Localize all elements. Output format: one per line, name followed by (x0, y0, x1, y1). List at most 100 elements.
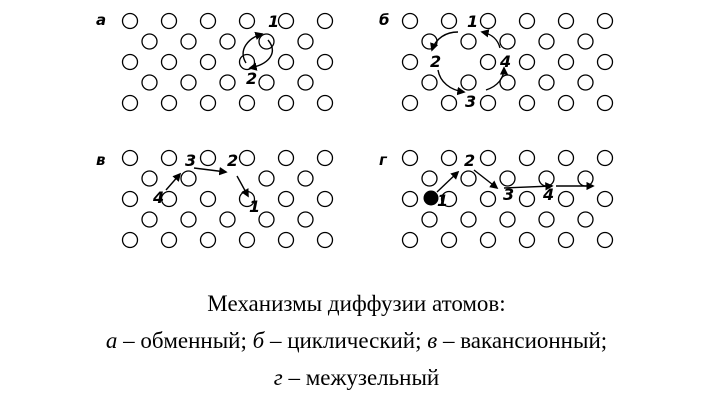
lattice-atom (596, 190, 614, 208)
lattice-atom (121, 149, 139, 167)
lattice-atom (538, 170, 555, 187)
exchange-arrow-down (248, 39, 273, 71)
lattice-atom (199, 149, 217, 167)
panel-a-number-2: 2 (246, 69, 257, 88)
panel-letter-b: б (379, 11, 389, 29)
lattice-atom (596, 231, 614, 249)
panel-letter-g: г (379, 151, 388, 169)
lattice-atom (421, 74, 438, 91)
lattice-atom (401, 149, 419, 167)
ring-arrow-2-3 (437, 69, 466, 96)
lattice-atom (316, 231, 334, 249)
panel-b-number-1: 1 (467, 12, 478, 31)
lattice-atom (180, 211, 197, 228)
lattice-atom (479, 94, 497, 112)
lattice-atom (401, 12, 419, 30)
lattice-atom (258, 74, 275, 91)
lattice-atom (479, 149, 497, 167)
lattice-atom (421, 33, 438, 50)
lattice-atom (421, 170, 438, 187)
panel-v-number-4: 4 (152, 188, 164, 207)
lattice-atom (316, 53, 334, 71)
lattice-atom (499, 74, 516, 91)
lattice-atom (577, 74, 594, 91)
lattice-atom (557, 149, 575, 167)
lattice-atom (479, 53, 497, 71)
panel-g-arrows (436, 169, 595, 193)
interstitial-arrow-2-3 (473, 169, 499, 190)
panel-letter-a: а (96, 11, 106, 29)
panel-g-number-4: 4 (542, 185, 554, 204)
lattice-panel-b (401, 12, 614, 112)
lattice-atom (557, 53, 575, 71)
interstitial-atom (423, 190, 439, 206)
lattice-atom (121, 190, 139, 208)
lattice-atom (277, 12, 295, 30)
lattice-atom (180, 33, 197, 50)
panel-g-number-3: 3 (503, 185, 514, 204)
caption-line-3: г – межузельный (0, 366, 713, 389)
lattice-atom (316, 149, 334, 167)
lattice-panel-a (121, 12, 334, 112)
lattice-atom (518, 231, 536, 249)
lattice-atom (557, 94, 575, 112)
lattice-atom (199, 190, 217, 208)
exchange-arrow-up (242, 31, 264, 64)
lattice-atom (297, 33, 314, 50)
lattice-atom (238, 94, 256, 112)
lattice-atom (219, 33, 236, 50)
lattice-atom (479, 12, 497, 30)
lattice-atom (440, 94, 458, 112)
lattice-atom (440, 12, 458, 30)
lattice-atom (141, 74, 158, 91)
lattice-atom (557, 190, 575, 208)
caption-title-text: Механизмы диффузии атомов: (207, 291, 506, 316)
panel-v-number-1: 1 (249, 197, 260, 216)
lattice-atom (277, 94, 295, 112)
lattice-atom (160, 12, 178, 30)
lattice-atom (160, 190, 178, 208)
panel-v-number-3: 3 (185, 151, 196, 170)
lattice-atom (440, 190, 458, 208)
lattice-atom (460, 170, 477, 187)
lattice-atom (596, 94, 614, 112)
lattice-atom (499, 211, 516, 228)
panel-letter-v: в (96, 151, 106, 169)
panel-b-number-4: 4 (499, 52, 511, 71)
lattice-atom (518, 190, 536, 208)
lattice-atom (538, 74, 555, 91)
lattice-atom (421, 211, 438, 228)
lattice-atom (277, 231, 295, 249)
lattice-atom (479, 190, 497, 208)
panel-a-number-1: 1 (268, 12, 279, 31)
lattice-atom (518, 94, 536, 112)
lattice-atom (479, 231, 497, 249)
lattice-atom (460, 74, 477, 91)
panel-b-number-3: 3 (465, 92, 476, 111)
lattice-atom (277, 53, 295, 71)
lattice-atom (277, 190, 295, 208)
lattice-atom (160, 53, 178, 71)
panel-g-number-2: 2 (464, 151, 475, 170)
lattice-atom (499, 33, 516, 50)
panel-v-number-2: 2 (227, 151, 238, 170)
lattice-atom (219, 74, 236, 91)
lattice-atom (460, 33, 477, 50)
panel-g-number-1: 1 (437, 191, 448, 210)
caption-letter-v: в (427, 328, 438, 353)
ring-arrow-4-1 (480, 29, 501, 49)
lattice-atom (577, 170, 594, 187)
lattice-atom (316, 94, 334, 112)
lattice-atom (141, 170, 158, 187)
caption-dash-b: – (269, 328, 282, 353)
lattice-atom (238, 231, 256, 249)
lattice-atom (180, 170, 197, 187)
lattice-atom (518, 53, 536, 71)
lattice-atom (141, 211, 158, 228)
lattice-atom (297, 211, 314, 228)
lattice-atom (160, 149, 178, 167)
lattice-atom (557, 231, 575, 249)
lattice-atom (258, 211, 275, 228)
caption-dash-a: – (123, 328, 135, 353)
caption-text-a: обменный; (140, 328, 247, 353)
